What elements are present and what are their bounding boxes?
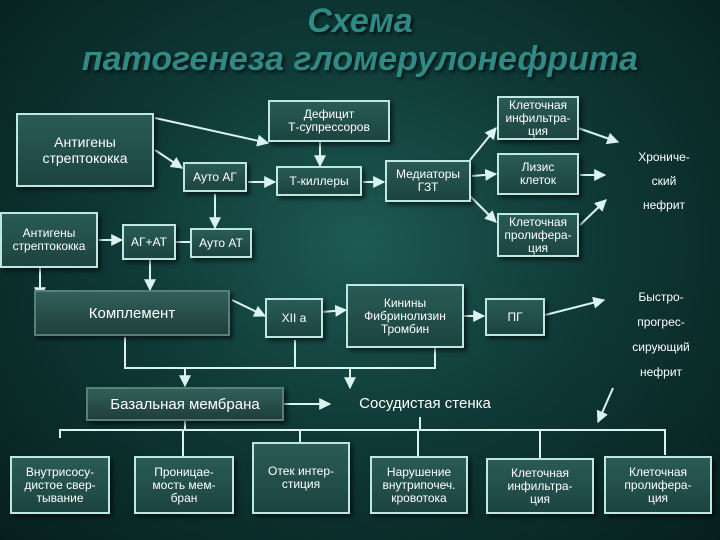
node-cell-lysis: Лизис клеток	[497, 153, 579, 195]
node-blood-flow-disorder: Нарушение внутрипочеч. кровотока	[370, 456, 468, 514]
node-mediators-gzt: Медиаторы ГЗТ	[385, 160, 471, 202]
node-rapid-nephritis: Быстро- прогрес- сирующий нефрит	[632, 290, 690, 379]
arrow-infiltr-to-chronic	[577, 127, 620, 145]
line-bottom-bus	[59, 429, 666, 455]
node-auto-at: Ауто АТ	[190, 228, 252, 258]
node-antigens-streptococcus-left: Антигены стрептококка	[0, 212, 98, 268]
arrow-pg-to-rapid	[544, 296, 606, 316]
title-line-1: Схема	[307, 2, 413, 40]
node-pg: ПГ	[485, 298, 545, 336]
node-vascular-wall: Сосудистая стенка	[359, 394, 491, 412]
node-chronic-nephritis: Хрониче- ский нефрит	[638, 150, 690, 212]
arrow-complement-to-xiia	[231, 299, 267, 317]
arrow-antigens-to-deficit	[154, 117, 270, 147]
node-cell-infiltration-top: Клеточная инфильтра- ция	[497, 96, 579, 140]
node-auto-ag: Ауто АГ	[183, 162, 247, 192]
node-kinins: Кинины Фибринолизин Тромбин	[346, 284, 464, 348]
arrow-mediators-to-prolif	[469, 195, 497, 223]
node-cell-infiltration-bottom: Клеточная инфильтра- ция	[486, 458, 594, 514]
node-xii-a: XII a	[265, 298, 323, 338]
arrow-antigens-to-auto-ag	[154, 149, 183, 169]
node-t-killers: Т-киллеры	[276, 166, 362, 196]
node-complement: Комплемент	[34, 290, 230, 336]
arrow-mediators-to-infiltr	[469, 127, 497, 161]
node-interstitial-edema: Отек интер- стиция	[252, 442, 350, 514]
arrow-xiia-to-kinins	[321, 304, 348, 317]
node-membrane-permeability: Проницае- мость мем- бран	[134, 456, 234, 514]
node-intravascular-coagulation: Внутрисосу- дистое свер- тывание	[10, 456, 110, 514]
title-line-2: патогенеза гломерулонефрита	[81, 40, 639, 78]
arrow-mediators-to-lysis	[471, 168, 498, 181]
node-t-suppressor-deficit: Дефицит Т-супрессоров	[268, 100, 390, 142]
node-cell-proliferation-bottom: Клеточная пролифера- ция	[604, 456, 712, 514]
arrow-prolif-to-chronic	[579, 199, 607, 226]
node-basal-membrane: Базальная мембрана	[86, 387, 284, 421]
node-ag-at: АГ+АТ	[122, 224, 176, 260]
node-antigens-streptococcus-top: Антигены стрептококка	[16, 113, 154, 187]
line-collector	[124, 337, 436, 369]
node-cell-proliferation-top: Клеточная пролифера- ция	[497, 213, 579, 257]
arrow-rapid-to-bottom	[596, 387, 614, 424]
